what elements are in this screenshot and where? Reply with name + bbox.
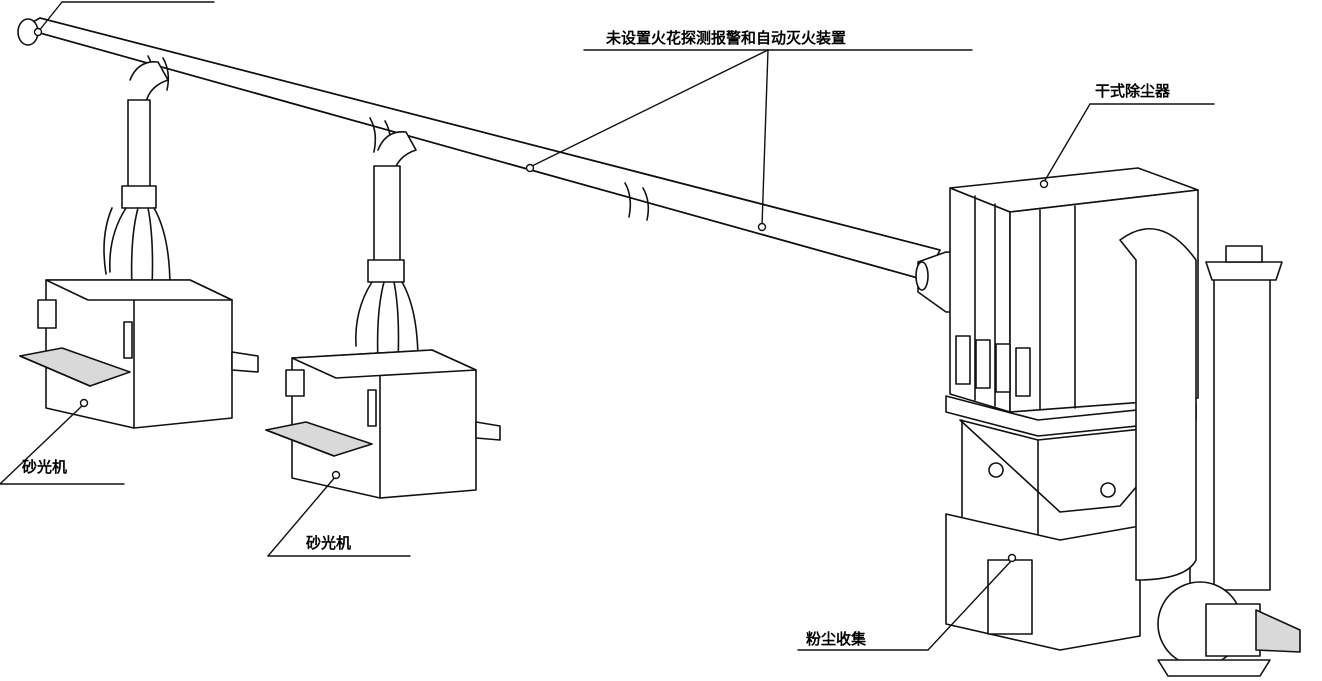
sander-machine-1 xyxy=(19,279,259,429)
callouts xyxy=(0,1,1215,651)
dry-dust-collector-label: 干式除尘器 xyxy=(1095,82,1171,100)
sander-2-label: 砂光机 xyxy=(306,534,352,552)
main-duct xyxy=(17,17,941,281)
branch-duct-1 xyxy=(103,61,171,289)
branch-duct-2 xyxy=(355,131,419,363)
dust-collection-label: 粉尘收集 xyxy=(806,630,867,648)
dry-dust-collector xyxy=(915,167,1301,677)
sander-1-label: 砂光机 xyxy=(22,458,68,476)
sander-machine-2 xyxy=(265,349,501,499)
spark-alarm-label: 未设置火花探测报警和自动灭火装置 xyxy=(606,29,847,47)
